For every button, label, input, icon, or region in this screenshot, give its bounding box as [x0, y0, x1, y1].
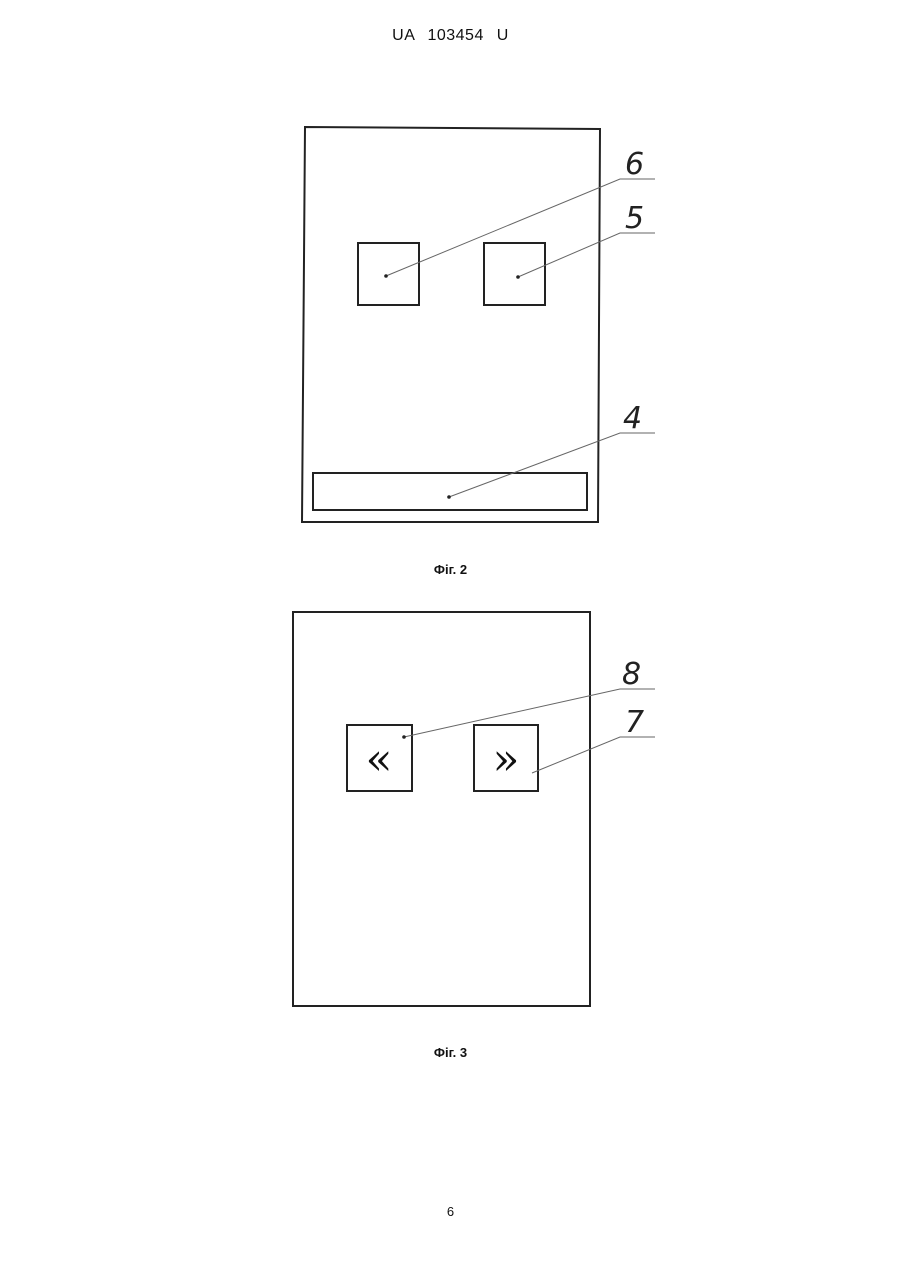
- figure-3-caption: Фіг. 3: [0, 1045, 901, 1060]
- callout-7: 7: [625, 705, 644, 740]
- callout-6: 6: [625, 147, 644, 182]
- callout-4: 4: [623, 401, 642, 436]
- leader-line-6: [386, 179, 655, 276]
- figure-2-panel: [302, 127, 600, 522]
- figure-2-bottom-bar: [313, 473, 587, 510]
- callout-8: 8: [622, 657, 641, 692]
- callout-5: 5: [625, 201, 644, 236]
- leader-line-5: [518, 233, 655, 277]
- double-chevron-left-icon: «: [366, 734, 393, 785]
- leader-line-8: [404, 689, 655, 737]
- figure-2-drawing: 6 5 4: [302, 127, 655, 522]
- figure-2-left-square: [358, 243, 419, 305]
- figure-2-caption: Фіг. 2: [0, 562, 901, 577]
- leader-line-4: [449, 433, 655, 497]
- page-number: 6: [0, 1204, 901, 1219]
- leader-line-7: [532, 737, 655, 773]
- figure-2-right-square: [484, 243, 545, 305]
- figure-3-drawing: « » 8 7: [293, 612, 655, 1006]
- figure-3-panel: [293, 612, 590, 1006]
- double-chevron-right-icon: »: [493, 734, 520, 785]
